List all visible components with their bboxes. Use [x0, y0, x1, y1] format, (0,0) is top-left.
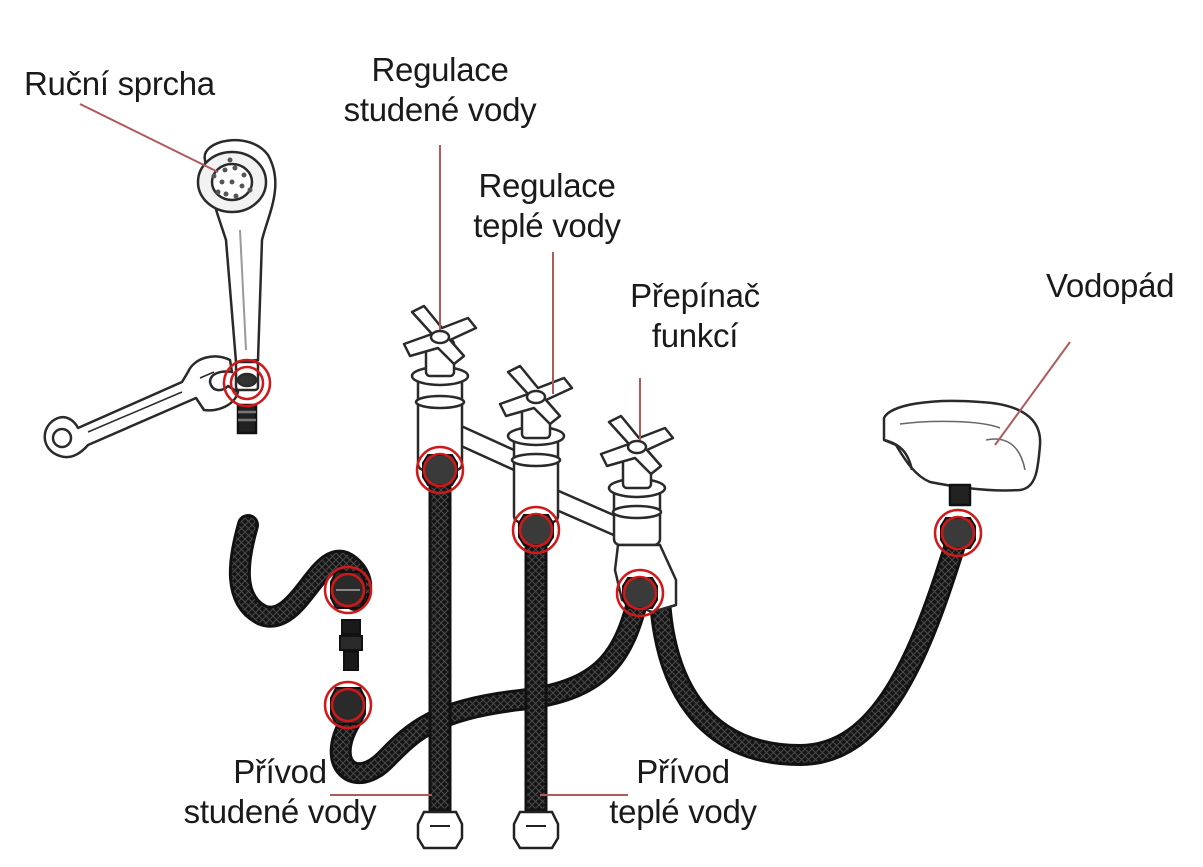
hot-supply-nut	[514, 812, 558, 848]
hot-supply-line	[526, 545, 546, 810]
label-waterfall-text: Vodopád	[1046, 266, 1174, 306]
label-hand-shower: Ruční sprcha	[24, 64, 215, 104]
label-hot-regulation-line1: Regulace	[447, 166, 647, 206]
cold-supply-nut	[418, 812, 462, 848]
leader-hand-shower	[80, 104, 218, 172]
label-hot-regulation: Regulace teplé vody	[447, 166, 647, 246]
label-cold-regulation: Regulace studené vody	[330, 50, 550, 130]
label-hand-shower-text: Ruční sprcha	[24, 64, 215, 104]
label-cold-supply-line1: Přívod	[160, 752, 400, 792]
label-function-switch-line1: Přepínač	[605, 276, 785, 316]
label-waterfall: Vodopád	[1046, 266, 1174, 306]
label-cold-supply-line2: studené vody	[160, 792, 400, 832]
label-cold-regulation-line1: Regulace	[330, 50, 550, 90]
label-hot-supply-line1: Přívod	[578, 752, 788, 792]
label-cold-supply: Přívod studené vody	[160, 752, 400, 832]
label-function-switch: Přepínač funkcí	[605, 276, 785, 356]
label-function-switch-line2: funkcí	[605, 316, 785, 356]
label-hot-supply: Přívod teplé vody	[578, 752, 788, 832]
wrench-icon	[45, 356, 238, 457]
label-cold-regulation-line2: studené vody	[330, 90, 550, 130]
label-hot-supply-line2: teplé vody	[578, 792, 788, 832]
label-hot-regulation-line2: teplé vody	[447, 206, 647, 246]
cold-supply-line	[430, 485, 450, 810]
